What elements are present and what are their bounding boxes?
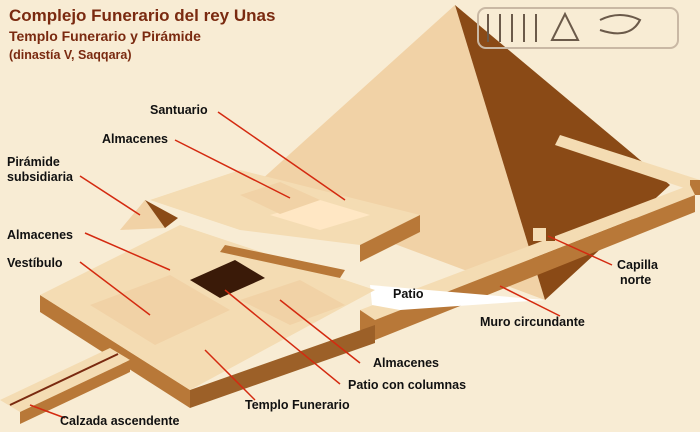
- leader-calzada: [29, 404, 66, 419]
- label-patio-columnas: Patio con columnas: [348, 378, 467, 392]
- diagram-dynasty: (dinastía V, Saqqara): [9, 48, 132, 62]
- temple-front-right-face: [190, 325, 375, 408]
- causeway-groove: [9, 353, 119, 406]
- storerooms-lower-floor: [240, 280, 345, 325]
- label-santuario: Santuario: [150, 103, 208, 117]
- subsidiary-pyramid-dark: [145, 200, 178, 228]
- hieroglyph-cartouche: [477, 7, 679, 49]
- label-patio: Patio: [393, 287, 424, 301]
- diagram-title: Complejo Funerario del rey Unas: [9, 6, 276, 25]
- leader-vestibulo: [79, 261, 151, 316]
- inner-wall-long: [220, 245, 345, 278]
- leader-santuario: [217, 111, 346, 201]
- label-almacenes-left: Almacenes: [7, 228, 74, 242]
- enclosure-wall-top: [555, 135, 700, 190]
- pyramid-lit-face: [250, 5, 545, 300]
- causeway-side: [20, 360, 130, 424]
- label-calzada-ascendente: Calzada ascendente: [60, 414, 180, 428]
- label-muro-circundante: Muro circundante: [480, 315, 585, 329]
- leader-capilla-norte: [547, 235, 613, 266]
- leader-patio-columnas: [224, 289, 341, 385]
- columned-court-pit: [190, 260, 265, 298]
- back-temple-front: [360, 215, 420, 262]
- diagram-subtitle: Templo Funerario y Pirámide: [9, 28, 201, 44]
- label-piramide-subsidiaria-2: subsidiaria: [7, 170, 73, 184]
- label-templo-funerario: Templo Funerario: [245, 398, 350, 412]
- label-piramide-subsidiaria-1: Pirámide: [7, 155, 60, 169]
- label-vestibulo: Vestíbulo: [7, 256, 63, 270]
- leader-almacenes-left: [84, 232, 171, 271]
- patio-floor: [370, 285, 545, 310]
- vestibule-floor: [90, 275, 230, 345]
- subsidiary-pyramid-lit: [120, 200, 165, 230]
- leader-almacenes-top: [174, 139, 291, 199]
- storerooms-upper-top: [240, 182, 320, 214]
- label-capilla-1: Capilla: [617, 258, 658, 272]
- label-almacenes-bottom: Almacenes: [373, 356, 440, 370]
- leader-lines: [29, 111, 613, 419]
- leader-piramide-subsidiaria: [79, 175, 141, 216]
- leader-templo-funerario: [204, 349, 256, 401]
- enclosure-wall-front-top: [360, 185, 695, 320]
- leader-muro-circundante: [499, 285, 561, 317]
- label-almacenes-top: Almacenes: [102, 132, 169, 146]
- leader-almacenes-bottom: [279, 299, 361, 364]
- label-capilla-2: norte: [620, 273, 652, 287]
